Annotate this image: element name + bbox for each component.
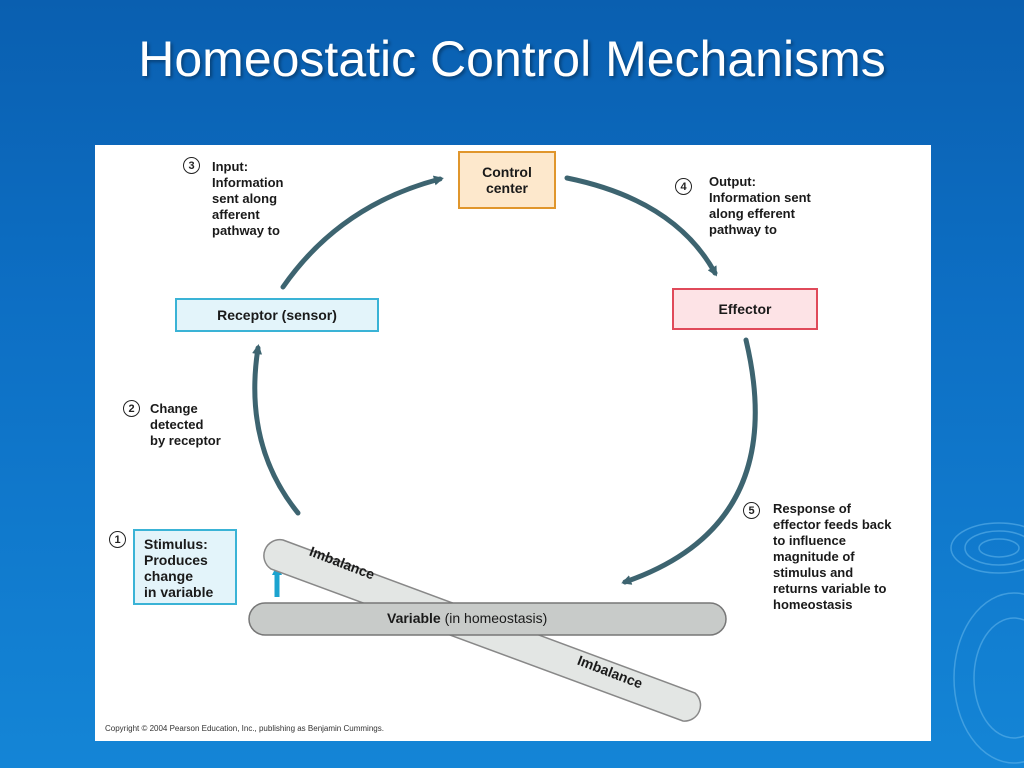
variable-label-bold: Variable — [387, 610, 441, 626]
step-5-line: returns variable to — [773, 581, 887, 596]
arrow-output — [564, 175, 718, 277]
control-center-line-2: center — [485, 180, 528, 196]
step-1-badge: 1 — [109, 531, 126, 548]
step-2-note: Change detected by receptor — [150, 401, 221, 449]
slide-title: Homeostatic Control Mechanisms — [138, 31, 886, 87]
step-5-line: to influence — [773, 533, 846, 548]
step-5-line: Response of — [773, 501, 852, 516]
diagram-arrows — [248, 175, 758, 722]
step-5-badge: 5 — [743, 502, 760, 519]
diagram-panel: Control center Receptor (sensor) Effecto… — [95, 145, 931, 741]
receptor-box: Receptor (sensor) — [175, 298, 379, 332]
step-2-line: detected — [150, 417, 204, 432]
step-5-line: effector feeds back — [773, 517, 892, 532]
variable-bar — [248, 602, 727, 636]
balance-bars — [248, 538, 727, 722]
stimulus-line-1: Stimulus: — [144, 536, 208, 552]
step-3-line: sent along — [212, 191, 278, 206]
step-4-note: Output: Information sent along efferent … — [709, 174, 811, 238]
step-2-badge: 2 — [123, 400, 140, 417]
variable-label: Variable (in homeostasis) — [387, 610, 547, 626]
stimulus-box: Stimulus: Produces change in variable — [133, 529, 237, 605]
control-center-box: Control center — [458, 151, 556, 209]
stimulus-line-4: in variable — [144, 584, 214, 600]
step-4-line: Output: — [709, 174, 756, 189]
step-4-badge: 4 — [675, 178, 692, 195]
stimulus-line-2: Produces — [144, 552, 208, 568]
step-3-line: Information — [212, 175, 284, 190]
control-center-line-1: Control — [482, 164, 532, 180]
step-5-line: magnitude of — [773, 549, 855, 564]
effector-box: Effector — [672, 288, 818, 330]
step-3-line: pathway to — [212, 223, 280, 238]
step-2-line: Change — [150, 401, 198, 416]
step-3-note: Input: Information sent along afferent p… — [212, 159, 284, 239]
copyright-text: Copyright © 2004 Pearson Education, Inc.… — [105, 724, 384, 733]
step-5-note: Response of effector feeds back to influ… — [773, 501, 892, 613]
step-3-line: afferent — [212, 207, 260, 222]
arrow-feedback — [621, 337, 758, 585]
stimulus-line-3: change — [144, 568, 194, 584]
variable-label-rest: (in homeostasis) — [440, 610, 548, 626]
arrow-input — [280, 175, 444, 290]
step-5-line: homeostasis — [773, 597, 853, 612]
step-4-line: Information sent — [709, 190, 811, 205]
step-4-line: along efferent — [709, 206, 795, 221]
ripple-decoration — [950, 522, 1024, 764]
step-4-line: pathway to — [709, 222, 777, 237]
step-2-line: by receptor — [150, 433, 221, 448]
arrow-detected — [252, 344, 301, 516]
step-3-line: Input: — [212, 159, 249, 174]
step-5-line: stimulus and — [773, 565, 854, 580]
step-3-badge: 3 — [183, 157, 200, 174]
